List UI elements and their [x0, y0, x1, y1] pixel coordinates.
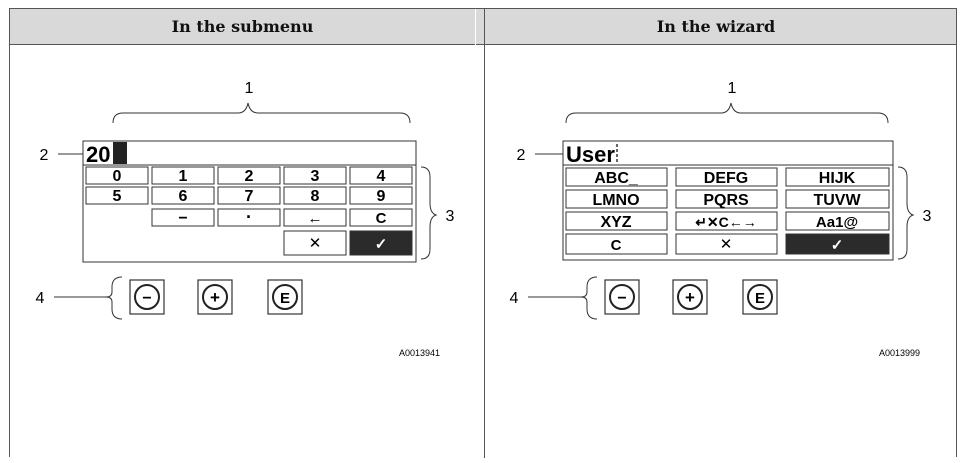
callout-1: 1 [245, 80, 254, 97]
key-clear-label: C [376, 210, 387, 227]
key-2[interactable] [217, 166, 281, 185]
plus-button-label: + [210, 288, 220, 307]
submenu-cell: 1 2 20 0 1 2 3 4 5 6 [10, 45, 475, 458]
key-0[interactable] [85, 166, 149, 185]
plus-button-label: + [685, 288, 695, 307]
submenu-display [82, 140, 417, 166]
submenu-diagram: 1 2 20 0 1 2 3 4 5 6 [36, 80, 455, 358]
key-7[interactable] [217, 186, 281, 205]
callout-2: 2 [517, 147, 526, 164]
minus-button-label: − [617, 290, 626, 307]
key-xyz[interactable] [565, 211, 668, 231]
key-pqrs[interactable] [675, 189, 778, 209]
minus-button-label: − [142, 290, 151, 307]
submenu-display-value: 20 [86, 142, 110, 167]
callout-2: 2 [40, 147, 49, 164]
key-confirm[interactable] [349, 230, 413, 256]
cancel-x-icon: ✕ [309, 235, 322, 252]
key-1[interactable] [151, 166, 215, 185]
key-minus-label: − [178, 210, 187, 227]
key-tuvw[interactable] [785, 189, 890, 209]
key-5-label: 5 [113, 188, 122, 205]
wizard-display [562, 140, 894, 166]
key-4[interactable] [349, 166, 413, 185]
key-hijk[interactable] [785, 167, 890, 187]
key-cancel[interactable] [675, 233, 778, 255]
correction-icon: ↵✕C←→ [695, 214, 757, 230]
key-decimal-point[interactable] [217, 208, 281, 227]
cancel-x-icon: ✕ [720, 236, 733, 253]
key-8[interactable] [283, 186, 347, 205]
key-7-label: 7 [245, 188, 254, 205]
key-5[interactable] [85, 186, 149, 205]
key-1-label: 1 [179, 168, 188, 185]
key-0-label: 0 [113, 168, 122, 185]
key-9[interactable] [349, 186, 413, 205]
enter-icon [747, 284, 773, 310]
check-icon: ✓ [831, 237, 844, 254]
wizard-cell: 1 2 User ABC_ DEFG HIJK LMNO PQRS TUVW [485, 45, 957, 458]
key-abc[interactable] [565, 167, 668, 187]
callout-3: 3 [446, 208, 455, 225]
key-case-toggle-label: Aa1@ [816, 214, 858, 231]
key-2-label: 2 [245, 168, 254, 185]
key-9-label: 9 [377, 188, 386, 205]
key-tuvw-label: TUVW [813, 192, 861, 209]
text-cursor [113, 142, 127, 164]
key-xyz-label: XYZ [600, 214, 631, 231]
figure-code: A0013999 [879, 348, 920, 358]
key-6[interactable] [151, 186, 215, 205]
key-6-label: 6 [179, 188, 188, 205]
enter-button-label: E [755, 290, 765, 307]
comparison-table: In the submenu In the wizard 1 2 20 0 1 … [9, 8, 957, 458]
enter-icon [272, 284, 298, 310]
key-confirm[interactable] [785, 233, 890, 255]
key-clear[interactable] [349, 208, 413, 227]
key-clear-label: C [611, 237, 622, 254]
key-lmno[interactable] [565, 189, 668, 209]
wizard-display-value: User [566, 142, 615, 167]
key-4-label: 4 [377, 168, 386, 185]
callout-1: 1 [728, 80, 737, 97]
key-decimal-point-label: · [246, 207, 252, 227]
key-case-toggle[interactable] [785, 211, 890, 231]
key-pqrs-label: PQRS [703, 192, 749, 209]
column-divider [484, 9, 485, 458]
key-8-label: 8 [311, 188, 320, 205]
minus-icon [609, 284, 635, 310]
key-minus[interactable] [151, 208, 215, 227]
header-submenu: In the submenu [10, 9, 475, 45]
backspace-arrow-icon: ← [308, 210, 323, 227]
key-3[interactable] [283, 166, 347, 185]
header-wizard: In the wizard [476, 9, 956, 45]
key-correction[interactable] [675, 211, 778, 231]
callout-4: 4 [510, 290, 519, 307]
key-backspace[interactable] [283, 208, 347, 227]
key-hijk-label: HIJK [819, 170, 856, 187]
key-cancel[interactable] [283, 230, 347, 256]
key-defg[interactable] [675, 167, 778, 187]
callout-4: 4 [36, 290, 45, 307]
enter-button-label: E [280, 290, 290, 307]
plus-icon [202, 284, 228, 310]
key-lmno-label: LMNO [592, 192, 639, 209]
wizard-diagram: 1 2 User ABC_ DEFG HIJK LMNO PQRS TUVW [510, 80, 932, 358]
key-clear[interactable] [565, 233, 668, 255]
plus-icon [677, 284, 703, 310]
check-icon: ✓ [375, 236, 388, 253]
callout-3: 3 [923, 208, 932, 225]
key-defg-label: DEFG [704, 170, 748, 187]
key-abc-label: ABC_ [594, 170, 639, 187]
figure-code: A0013941 [399, 348, 440, 358]
key-3-label: 3 [311, 168, 320, 185]
minus-icon [134, 284, 160, 310]
